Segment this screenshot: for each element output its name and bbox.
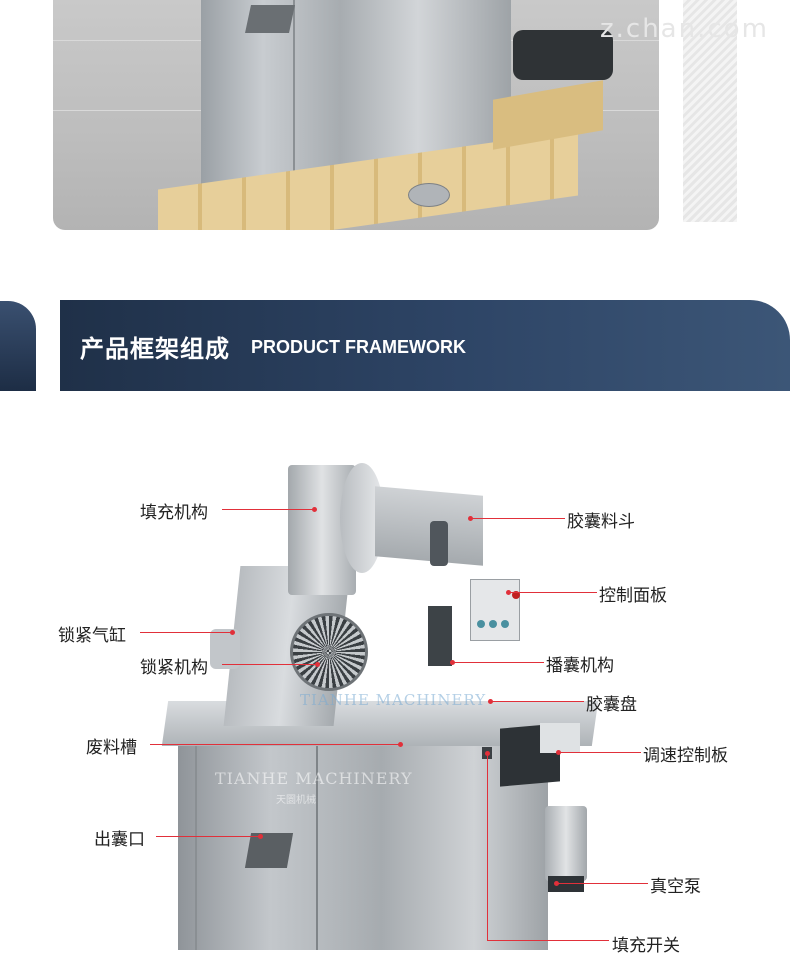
callout-dot	[230, 630, 235, 635]
callout-line	[487, 753, 488, 940]
callout-line	[150, 744, 400, 745]
outlet-chute	[245, 5, 295, 33]
callout-dot	[485, 751, 490, 756]
callout-dot	[450, 660, 455, 665]
callout-line	[222, 664, 317, 665]
callout-line	[508, 592, 597, 593]
callout-waste-trough: 废料槽	[86, 733, 137, 758]
machine-photo-top	[53, 0, 659, 230]
callout-capsule-hopper: 胶囊料斗	[567, 507, 635, 532]
callout-dot	[315, 662, 320, 667]
capsule-outlet-part	[245, 833, 293, 868]
speed-control-panel	[540, 723, 580, 753]
callout-dot	[556, 750, 561, 755]
callout-dot	[506, 590, 511, 595]
callout-line	[490, 701, 584, 702]
callout-dot	[312, 507, 317, 512]
watermark-brand-en: TIANHE MACHINERY	[215, 769, 413, 788]
callout-dot	[554, 881, 559, 886]
cabinet-seam	[195, 741, 197, 950]
callout-control-panel: 控制面板	[599, 581, 667, 606]
section-title-cn: 产品框架组成	[80, 329, 230, 364]
callout-dot	[468, 516, 473, 521]
watermark-center: TIANHE MACHINERY	[300, 691, 486, 709]
banner-left-tab	[0, 301, 36, 391]
locking-cylinder-part	[210, 629, 240, 669]
control-panel-part	[470, 579, 520, 641]
callout-line	[556, 883, 648, 884]
watermark-top: z.chan.com	[600, 14, 769, 44]
callout-locking-mechanism: 锁紧机构	[140, 653, 208, 678]
callout-capsule-outlet: 出囊口	[94, 825, 145, 850]
sowing-motor	[428, 606, 452, 666]
vacuum-pump-part	[545, 806, 587, 881]
capsule-disc	[408, 183, 450, 207]
callout-vacuum-pump: 真空泵	[650, 872, 701, 897]
callout-dot	[258, 834, 263, 839]
callout-line	[470, 518, 565, 519]
callout-dot	[488, 699, 493, 704]
callout-filling-switch: 填充开关	[612, 931, 680, 956]
callout-line	[487, 940, 609, 941]
callout-line	[156, 836, 260, 837]
callout-line	[222, 509, 315, 510]
vacuum-motor	[513, 30, 613, 80]
callout-filling-mechanism: 填充机构	[140, 498, 208, 523]
section-title-en: PRODUCT FRAMEWORK	[251, 337, 466, 358]
callout-speed-control-board: 调速控制板	[643, 741, 728, 766]
callout-line	[140, 632, 232, 633]
watermark-brand-cn: 天圜机械	[276, 791, 316, 806]
product-framework-diagram: TIANHE MACHINERY TIANHE MACHINERY 天圜机械 填…	[0, 391, 790, 950]
callout-dot	[398, 742, 403, 747]
hopper-window	[430, 521, 448, 566]
callout-capsule-plate: 胶囊盘	[586, 690, 637, 715]
locking-gear	[290, 613, 368, 691]
callout-sowing-mechanism: 播囊机构	[546, 651, 614, 676]
capsule-hopper-part	[375, 486, 483, 565]
callout-locking-cylinder: 锁紧气缸	[58, 621, 126, 646]
callout-line	[558, 752, 641, 753]
callout-line	[452, 662, 544, 663]
